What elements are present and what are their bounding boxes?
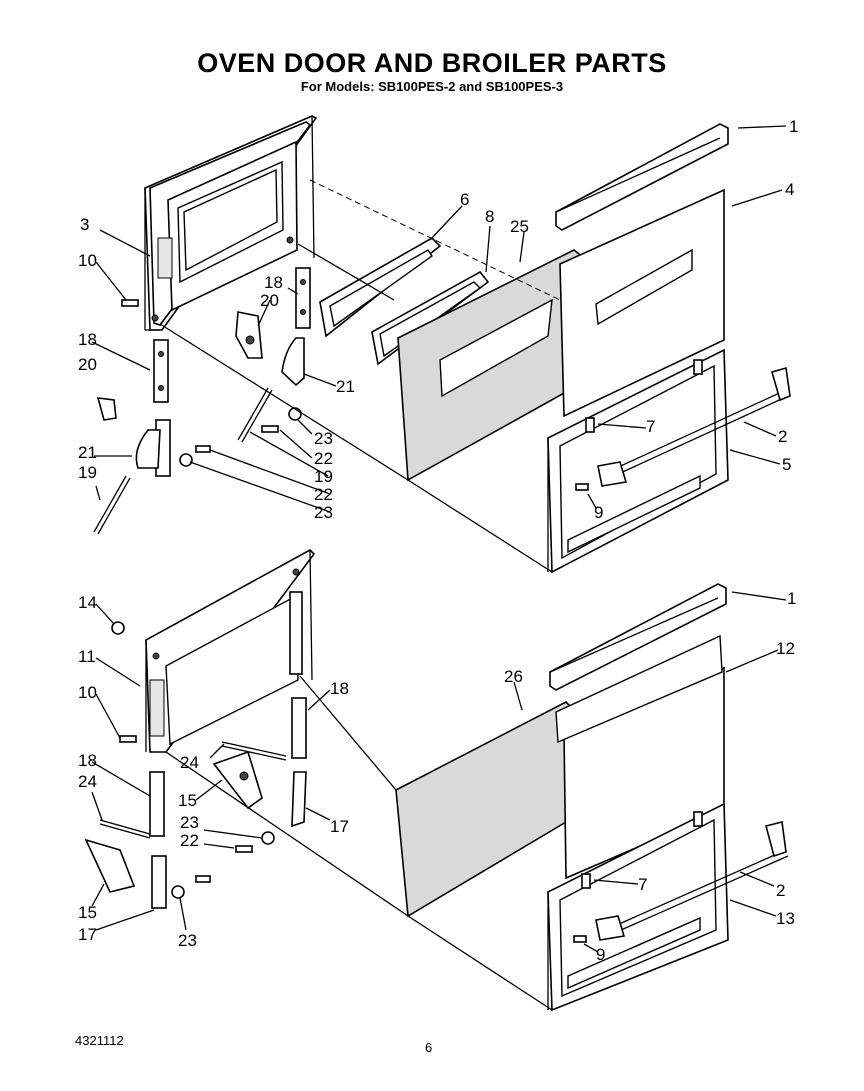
callout-label: 22 — [314, 449, 333, 468]
callout-label: 18 — [78, 751, 97, 770]
upper-screws-right — [261, 407, 302, 433]
callout-label: 22 — [180, 831, 199, 850]
callout-label: 21 — [78, 443, 97, 462]
callout-label: 20 — [260, 291, 279, 310]
lower-bottom-frame-13 — [547, 802, 729, 1012]
callout-label: 18 — [264, 273, 283, 292]
lower-callout-leaders — [91, 591, 787, 953]
callout-label: 9 — [594, 503, 603, 522]
document-number: 4321112 — [75, 1033, 124, 1048]
lower-assembly: 14 1 12 11 26 18 10 24 18 24 15 17 23 22… — [78, 549, 796, 1012]
lower-inner-door-11 — [145, 549, 316, 753]
callout-label: 9 — [596, 945, 605, 964]
lower-top-trim-1 — [549, 583, 727, 744]
lower-washer-14 — [111, 621, 125, 635]
callout-label: 18 — [330, 679, 349, 698]
upper-hinge-arm-20 — [235, 311, 263, 359]
callout-label: 20 — [78, 355, 97, 374]
upper-assembly-lines — [159, 179, 561, 573]
lower-handle-2 — [595, 821, 789, 941]
callout-label: 17 — [330, 817, 349, 836]
callout-label: 13 — [776, 909, 795, 928]
callout-label: 15 — [78, 903, 97, 922]
callout-label: 4 — [785, 180, 794, 199]
lower-callout-labels: 14 1 12 11 26 18 10 24 18 24 15 17 23 22… — [78, 589, 796, 964]
lower-insulation-26 — [395, 701, 577, 918]
callout-label: 10 — [78, 683, 97, 702]
upper-top-trim-1 — [555, 123, 729, 231]
upper-left-hinge-set — [93, 299, 211, 535]
lower-screw-10 — [119, 735, 137, 743]
callout-label: 26 — [504, 667, 523, 686]
upper-inner-door-frame — [144, 115, 318, 331]
upper-hinge-21-right — [281, 337, 305, 387]
callout-label: 15 — [178, 791, 197, 810]
callout-label: 21 — [336, 377, 355, 396]
upper-callout-leaders — [91, 125, 787, 513]
callout-label: 23 — [314, 429, 333, 448]
callout-label: 1 — [787, 589, 796, 608]
callout-label: 1 — [789, 117, 798, 136]
page-title: OVEN DOOR AND BROILER PARTS — [197, 48, 667, 78]
callout-label: 8 — [485, 207, 494, 226]
callout-label: 19 — [78, 463, 97, 482]
callout-label: 12 — [776, 639, 795, 658]
upper-window-frame-6 — [319, 237, 442, 338]
callout-label: 23 — [314, 503, 333, 522]
upper-clip-7 — [585, 359, 703, 433]
upper-handle-2 — [597, 366, 791, 487]
callout-label: 2 — [778, 427, 787, 446]
page-subtitle: For Models: SB100PES-2 and SB100PES-3 — [300, 79, 564, 94]
upper-callout-labels: 1 4 3 6 8 25 10 18 20 18 20 21 21 19 7 2… — [78, 117, 798, 522]
callout-label: 24 — [180, 753, 199, 772]
callout-label: 7 — [638, 875, 647, 894]
upper-spring-19-right — [237, 387, 273, 443]
upper-hinge-bracket-right — [295, 267, 311, 329]
callout-label: 17 — [78, 925, 97, 944]
callout-label: 5 — [782, 455, 791, 474]
upper-screw-9 — [575, 483, 589, 491]
callout-label: 6 — [460, 190, 469, 209]
callout-label: 24 — [78, 772, 97, 791]
upper-assembly: 1 4 3 6 8 25 10 18 20 18 20 21 21 19 7 2… — [78, 115, 798, 574]
callout-label: 14 — [78, 593, 97, 612]
lower-screw-9 — [573, 935, 587, 943]
callout-label: 19 — [314, 467, 333, 486]
callout-label: 11 — [78, 647, 96, 666]
lower-hinge-bracket-right — [212, 697, 307, 853]
callout-label: 7 — [646, 417, 655, 436]
callout-label: 22 — [314, 485, 333, 504]
callout-label: 23 — [178, 931, 197, 950]
lower-hinge-bracket-left — [84, 771, 211, 909]
upper-outer-door-panel-4 — [559, 188, 725, 418]
callout-label: 10 — [78, 251, 97, 270]
lower-assembly-lines — [165, 675, 553, 1011]
upper-bottom-frame-5 — [547, 348, 729, 574]
page-number: 6 — [425, 1040, 433, 1055]
lower-clip-7 — [581, 811, 703, 889]
callout-label: 25 — [510, 217, 529, 236]
callout-label: 18 — [78, 330, 97, 349]
callout-label: 2 — [776, 881, 785, 900]
callout-label: 23 — [180, 813, 199, 832]
callout-label: 3 — [80, 215, 89, 234]
